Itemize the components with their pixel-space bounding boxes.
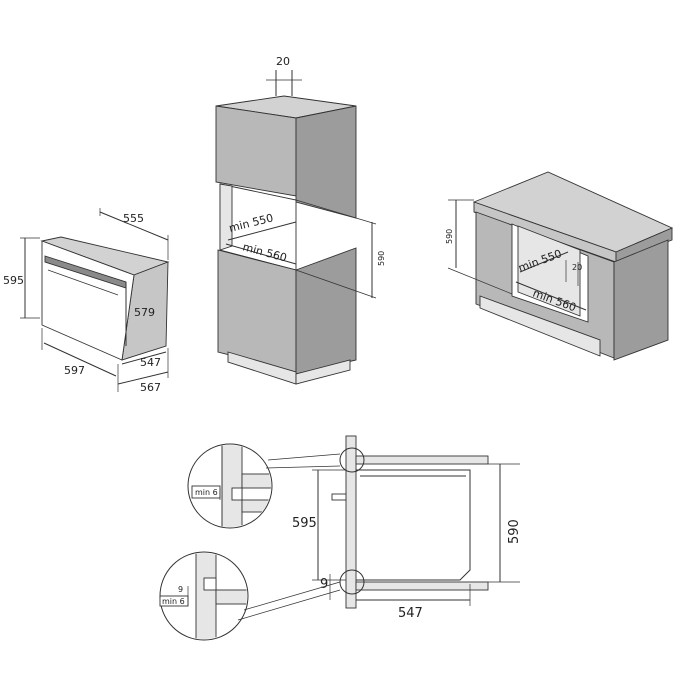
section-niche-height-label: 590	[507, 519, 522, 544]
oven-front-face	[41, 240, 135, 361]
section-oven-fascia	[331, 493, 347, 501]
section-drawing: 595 9 590 547 min 6	[159, 435, 522, 641]
detail-top-circle	[187, 443, 273, 529]
tall-unit-upper-side	[295, 105, 357, 219]
tall-unit-niche-height-label: 590	[377, 251, 386, 266]
oven-front-height-label: 579	[134, 306, 155, 319]
section-depth-label: 547	[398, 606, 423, 621]
section-oven-body	[356, 469, 471, 581]
oven-depth-body-label: 547	[140, 356, 161, 369]
tall-unit-upper-front	[215, 105, 297, 197]
tall-unit-lower-side	[295, 247, 357, 375]
section-bottom-shelf	[355, 581, 489, 591]
tall-unit-drawing: 20 min 550 min 560 590	[215, 55, 386, 385]
base-unit-side	[613, 239, 669, 361]
base-unit-niche-height-label: 590	[445, 229, 454, 244]
section-top-shelf	[355, 455, 489, 465]
base-unit-plinth	[479, 295, 601, 357]
oven-drawing: 555 595 579 597 547 567	[3, 208, 170, 394]
section-top-magnifier	[339, 447, 365, 473]
base-unit-rear-gap-label: 20	[572, 263, 582, 272]
section-bottom-gap-label: 9	[320, 577, 328, 592]
base-unit-niche-back	[517, 225, 581, 317]
section-height-label: 595	[292, 516, 317, 531]
oven-width-label: 597	[64, 364, 85, 377]
detail-top-label: min 6	[195, 488, 218, 497]
section-front-panel	[345, 435, 357, 609]
oven-height-label: 595	[3, 274, 24, 287]
tall-unit-top-gap-label: 20	[276, 55, 290, 68]
detail-bottom-label: min 6	[162, 597, 185, 606]
tall-unit-niche-wall	[219, 183, 233, 251]
base-unit-drawing: 590 min 550 20 min 560	[445, 171, 674, 361]
oven-depth-total-label: 567	[140, 381, 161, 394]
detail-bottom-gap-label: 9	[178, 585, 183, 594]
oven-depth-top-label: 555	[123, 212, 144, 225]
